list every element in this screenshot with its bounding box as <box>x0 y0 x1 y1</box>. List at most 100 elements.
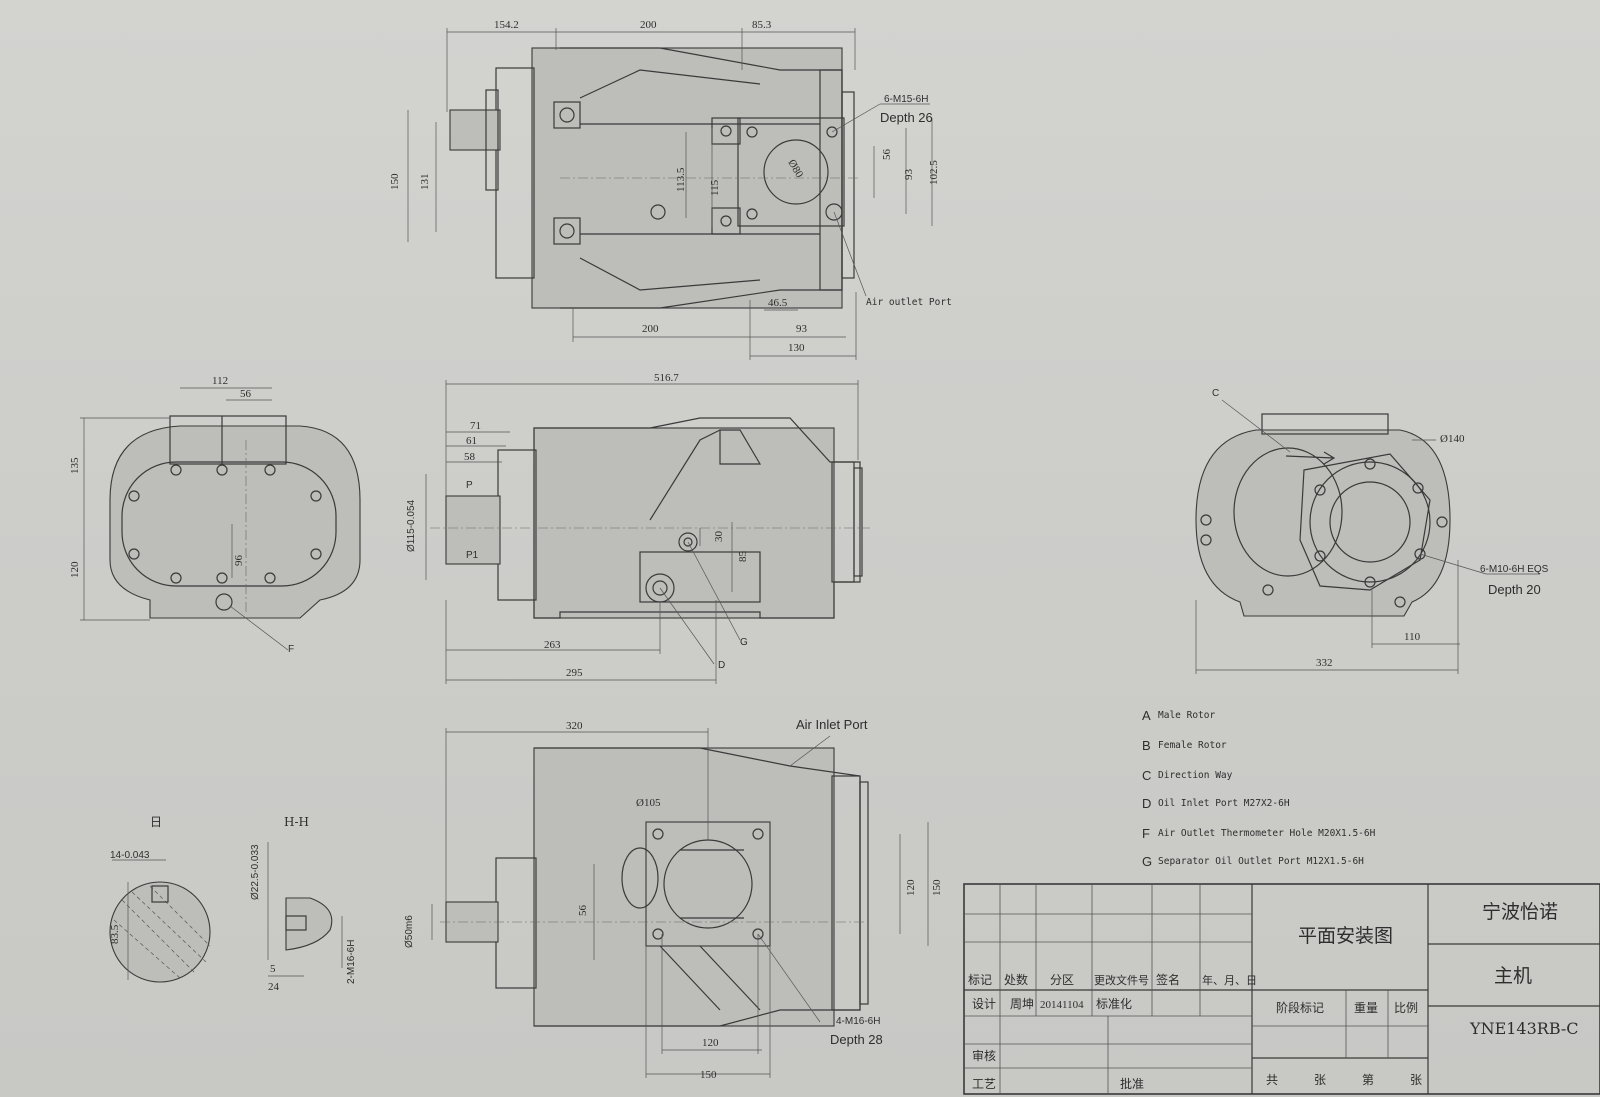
tb-cell: 批准 <box>1120 1076 1144 1091</box>
right-bolt <box>1412 482 1424 494</box>
top-boss <box>553 101 581 129</box>
tb-cell: 标准化 <box>1096 997 1132 1011</box>
leader-line <box>789 735 831 767</box>
right-bolt <box>1364 576 1376 588</box>
bottom-bolt <box>652 928 664 940</box>
legend-text: Separator Oil Outlet Port M12X1.5-6H <box>1158 856 1364 867</box>
dim-text: 93 <box>796 323 808 335</box>
top-flange <box>495 67 535 279</box>
dim-text: 200 <box>640 19 657 31</box>
top-bolt-hole <box>746 208 758 220</box>
left-bolt <box>264 572 276 584</box>
dim-text: 120 <box>69 561 81 578</box>
left-bolt <box>216 464 228 476</box>
tb-cell: 张 <box>1410 1073 1422 1087</box>
dim-text: 135 <box>69 457 81 474</box>
dim-text: 154.2 <box>494 19 519 31</box>
air-outlet-label: Air outlet Port <box>866 297 952 308</box>
top-port-bore <box>763 139 829 205</box>
left-bolt <box>170 572 182 584</box>
legend-key: A <box>1142 708 1151 723</box>
dim-text: 131 <box>419 174 431 191</box>
left-bolt <box>264 464 276 476</box>
keyway <box>151 885 169 903</box>
leader-line <box>687 541 741 641</box>
dim-text: 516.7 <box>654 372 679 384</box>
right-bolt <box>1414 548 1426 560</box>
bottom-bolt <box>752 828 764 840</box>
shaft-section <box>109 881 211 983</box>
label-g: G <box>740 637 748 648</box>
dim-text: 56 <box>240 388 252 400</box>
bottom-bolts <box>859 781 869 1005</box>
left-bolt <box>310 548 322 560</box>
dim-text: 56 <box>881 149 893 161</box>
section-title-a: 日 <box>150 815 162 829</box>
legend-text: Air Outlet Thermometer Hole M20X1.5-6H <box>1158 828 1376 839</box>
tb-cell: 标记 <box>968 973 992 987</box>
depth-note: Depth 26 <box>880 110 933 125</box>
title-block-frame <box>963 883 1600 1095</box>
top-bolt-hole <box>825 203 843 221</box>
depth-note: Depth 20 <box>1488 582 1541 597</box>
dim-text: 150 <box>700 1069 717 1081</box>
bottom-boss <box>621 847 659 909</box>
tb-cell: 张 <box>1314 1073 1326 1087</box>
dim-text: 58 <box>464 451 476 463</box>
legend-text: Male Rotor <box>1158 710 1215 721</box>
drawing-name: 平面安装图 <box>1298 925 1393 947</box>
dim-text: 112 <box>212 375 228 387</box>
title-block: 标记 处数 分区 更改文件号 签名 年、月、日 设计 周坤 20141104 标… <box>963 883 1600 1095</box>
company-name: 宁波怡诺 <box>1482 901 1558 923</box>
dim-text: 46.5 <box>768 297 788 309</box>
top-boss-hole <box>720 215 732 227</box>
dim-text: 83.5 <box>109 924 121 944</box>
key-label-p: P <box>466 480 473 491</box>
key-label-p1: P1 <box>466 550 479 561</box>
dim-text: 332 <box>1316 657 1333 669</box>
legend: A Male Rotor B Female Rotor C Direction … <box>1142 708 1376 869</box>
dim-text: 113.5 <box>675 167 687 192</box>
right-bolt <box>1394 596 1406 608</box>
tb-cell: 审核 <box>972 1048 996 1063</box>
leader-line <box>229 605 289 651</box>
top-end-bolts <box>841 91 855 279</box>
dim-text: Ø140 <box>1440 433 1465 445</box>
dim-text: 110 <box>1404 631 1421 643</box>
right-bolt <box>1364 458 1376 470</box>
tb-cell: 比例 <box>1394 1001 1418 1015</box>
top-shaft <box>449 109 501 151</box>
model-number: YNE143RB-C <box>1469 1019 1579 1038</box>
thread-note: 6-M10-6H EQS <box>1480 564 1549 575</box>
right-bolt <box>1200 534 1212 546</box>
legend-text: Oil Inlet Port M27X2-6H <box>1158 798 1290 809</box>
right-bolt <box>1314 484 1326 496</box>
left-body <box>109 425 361 619</box>
right-bore <box>1329 481 1411 563</box>
dim-text: 2-M16-6H <box>346 940 357 984</box>
legend-key: G <box>1142 854 1152 869</box>
dim-text: 200 <box>642 323 659 335</box>
section-views: 日 14-0.043 83.5 H-H Ø22.5-0.033 2-M16-6H… <box>109 815 357 993</box>
top-bolt-hole <box>826 126 838 138</box>
label-d: D <box>718 660 725 671</box>
label-c: C <box>1212 388 1219 399</box>
dim-text: 71 <box>470 420 481 432</box>
tb-cell: 年、月、日 <box>1202 973 1257 987</box>
top-view: 154.2 200 85.3 150 131 113.5 115 Ø80 56 … <box>389 19 952 360</box>
legend-key: C <box>1142 768 1151 783</box>
leader-line <box>831 103 881 133</box>
section-hatch <box>113 885 211 979</box>
dim-text: 150 <box>389 173 401 190</box>
top-rib-upper <box>579 69 761 99</box>
dim-text: Ø50m6 <box>404 915 415 948</box>
right-bolt <box>1436 516 1448 528</box>
dim-text: Ø115-0.054 <box>406 499 417 552</box>
dim-text: 85 <box>737 551 749 563</box>
bottom-inlet-flange <box>645 821 771 947</box>
top-bolt-hole <box>746 126 758 138</box>
left-rotor-housing <box>121 461 337 587</box>
dim-text: 115 <box>709 179 721 196</box>
